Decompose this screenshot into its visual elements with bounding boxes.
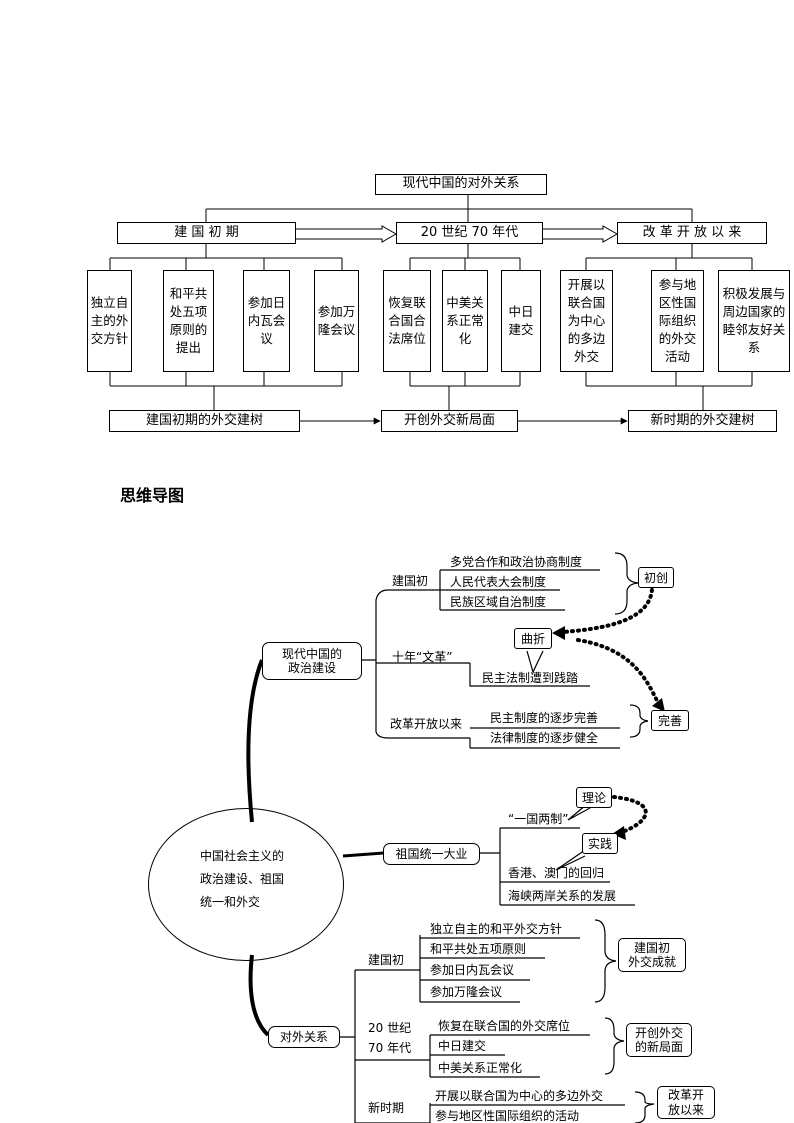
foreign-early-item: 独立自主的和平外交方针	[430, 922, 563, 936]
period-reform-box: 改 革 开 放 以 来	[617, 222, 767, 244]
political-line: 现代中国的	[281, 646, 342, 661]
early-result-note: 建国初 外交成就	[618, 938, 686, 972]
political-early-item: 人民代表大会制度	[450, 575, 547, 589]
political-line: 政治建设	[287, 661, 336, 675]
twist-note: 曲折	[514, 628, 552, 649]
center-line: 统一和外交	[200, 895, 261, 909]
flow-title-box: 现代中国的对外关系	[375, 174, 547, 195]
new-era-label: 新时期	[368, 1101, 405, 1115]
political-node: 现代中国的 政治建设	[262, 642, 362, 680]
decade-item: 民主法制遭到践踏	[482, 671, 579, 685]
new-era-item: 开展以联合国为中心的多边外交	[435, 1089, 604, 1103]
political-reform-label: 改革开放以来	[390, 717, 463, 731]
seventies-line: 20 世纪	[368, 1021, 412, 1035]
center-line: 中国社会主义的	[200, 849, 285, 863]
foreign-early-label: 建国初	[368, 953, 405, 967]
founded-note: 初创	[638, 567, 674, 588]
center-line: 政治建设、祖国	[200, 872, 285, 886]
seventies-result-note: 开创外交 的新局面	[626, 1023, 692, 1057]
political-early-item: 民族区域自治制度	[450, 595, 547, 609]
new-result-note: 改革开 放以来	[657, 1086, 715, 1119]
early-item-box: 和平共处五项原则的提出	[163, 270, 214, 372]
theory-note: 理论	[576, 787, 612, 808]
early-result-line: 外交成就	[627, 955, 676, 969]
seventies-item: 中美关系正常化	[438, 1061, 523, 1075]
perfected-note: 完善	[651, 710, 689, 731]
political-early-label: 建国初	[392, 574, 429, 588]
policy-label: “一国两制”	[508, 812, 569, 826]
mindmap-heading: 思维导图	[120, 486, 185, 505]
seventies-item-box: 中日建交	[501, 270, 541, 372]
foreign-early-item: 和平共处五项原则	[430, 942, 527, 956]
political-reform-item: 民主制度的逐步完善	[490, 711, 599, 725]
seventies-line: 70 年代	[368, 1041, 412, 1055]
seventies-label: 20 世纪 70 年代	[368, 1018, 411, 1058]
decade-label: 十年“文革”	[392, 650, 453, 664]
seventies-item-box: 中美关系正常化	[442, 270, 488, 372]
result-seventies-box: 开创外交新局面	[381, 410, 518, 432]
seventies-result-line: 开创外交	[634, 1025, 683, 1040]
seventies-item: 中日建交	[438, 1039, 487, 1053]
unification-node: 祖国统一大业	[383, 843, 480, 865]
new-result-line: 改革开	[667, 1088, 704, 1103]
period-seventies-box: 20 世纪 70 年代	[396, 222, 543, 244]
early-item-box: 参加万隆会议	[314, 270, 359, 372]
unification-item: 海峡两岸关系的发展	[508, 889, 617, 903]
result-early-box: 建国初期的外交建树	[109, 410, 300, 432]
reform-item-box: 参与地区性国际组织的外交活动	[651, 270, 704, 372]
early-item-box: 参加日内瓦会议	[243, 270, 290, 372]
center-text: 中国社会主义的 政治建设、祖国 统一和外交	[200, 845, 284, 914]
foreign-early-item: 参加万隆会议	[430, 985, 503, 999]
reform-item-box: 开展以联合国为中心的多边外交	[560, 270, 613, 372]
new-result-line: 放以来	[667, 1102, 704, 1117]
center-ellipse	[148, 808, 344, 961]
new-era-item: 参与地区性国际组织的活动	[435, 1109, 580, 1123]
period-early-box: 建 国 初 期	[117, 222, 296, 244]
reform-item-box: 积极发展与周边国家的睦邻友好关系	[718, 270, 790, 372]
early-item-box: 独立自主的外交方针	[87, 270, 132, 372]
foreign-early-item: 参加日内瓦会议	[430, 963, 515, 977]
political-early-item: 多党合作和政治协商制度	[450, 555, 583, 569]
seventies-item-box: 恢复联合国合法席位	[383, 270, 431, 372]
early-result-line: 建国初	[633, 940, 670, 955]
foreign-node: 对外关系	[268, 1026, 340, 1048]
result-reform-box: 新时期的外交建树	[628, 410, 777, 432]
practice-note: 实践	[582, 833, 618, 854]
political-reform-item: 法律制度的逐步健全	[490, 731, 599, 745]
seventies-result-line: 的新局面	[634, 1040, 683, 1054]
unification-item: 香港、澳门的回归	[508, 866, 605, 880]
seventies-item: 恢复在联合国的外交席位	[438, 1019, 571, 1033]
